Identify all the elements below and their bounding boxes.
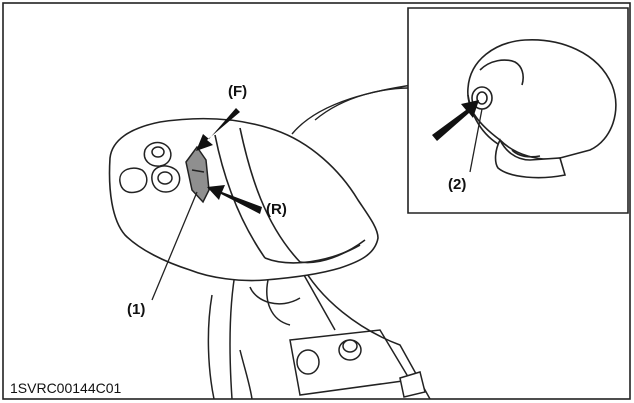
label-switch: (1) bbox=[127, 301, 145, 318]
leader-line-1 bbox=[151, 191, 198, 301]
inset-knob bbox=[467, 39, 617, 179]
rocker-switch bbox=[185, 145, 210, 204]
callout-connector bbox=[291, 84, 413, 135]
arrow-icon bbox=[432, 100, 479, 141]
figure-code: 1SVRC00144C01 bbox=[10, 380, 122, 396]
leader-line-2 bbox=[469, 108, 483, 173]
label-button: (2) bbox=[448, 176, 466, 193]
face-buttons bbox=[119, 141, 181, 194]
label-forward: (F) bbox=[228, 83, 247, 100]
arrow-icon bbox=[196, 108, 262, 214]
label-reverse: (R) bbox=[266, 201, 287, 218]
base-knobs bbox=[296, 339, 426, 398]
